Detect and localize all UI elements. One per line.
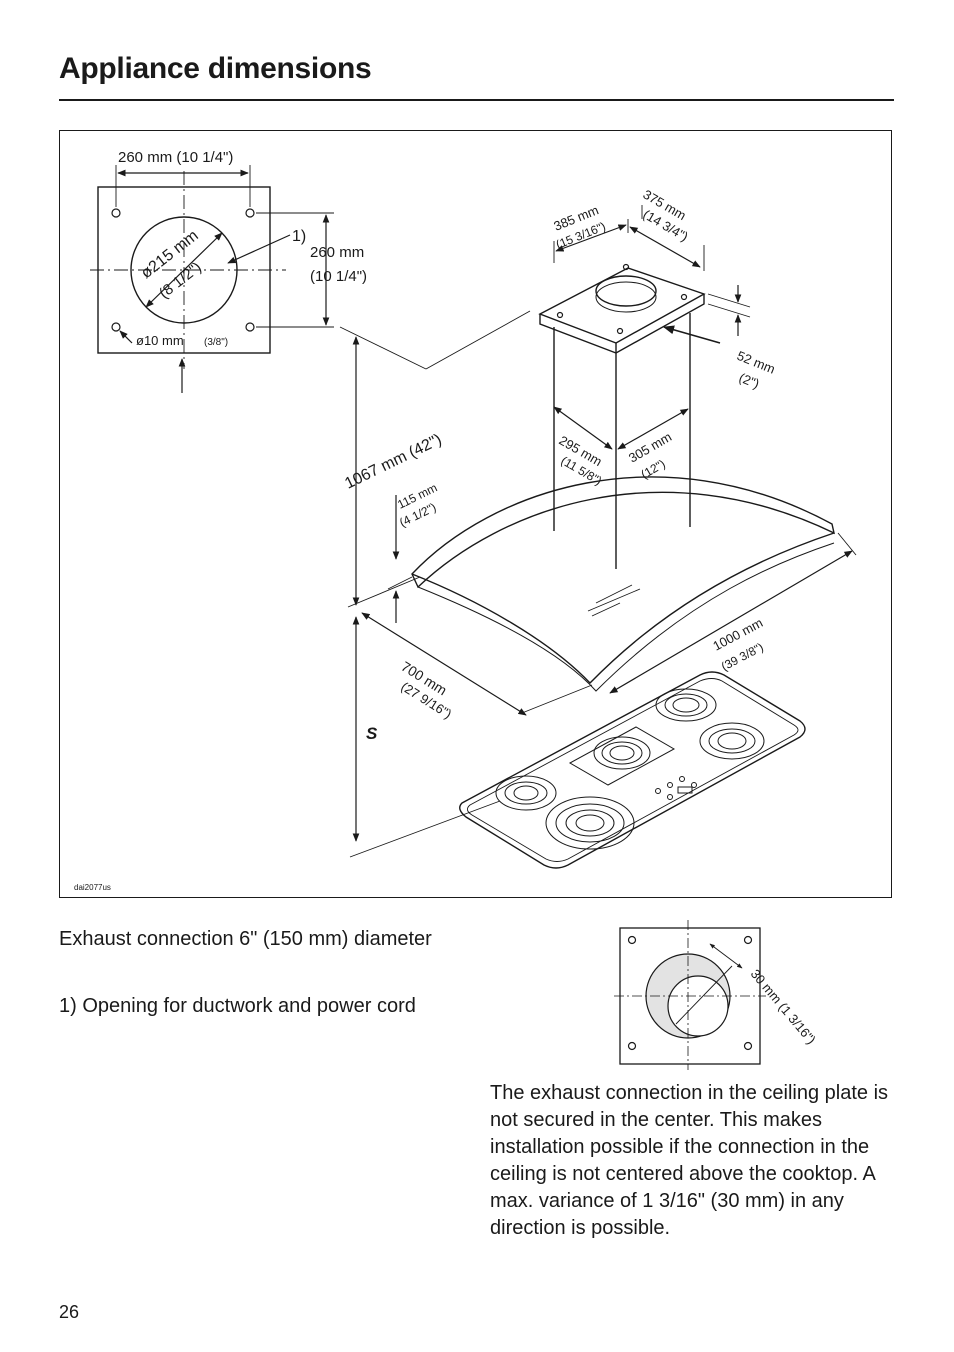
ceiling-plate-top-view — [90, 165, 334, 393]
chimney-width-in-label: (12") — [639, 457, 668, 482]
plate-height-in-label-hood: (2") — [737, 370, 762, 392]
offset-detail-drawing: 30 mm (1 3/16") — [614, 920, 819, 1070]
exhaust-note: Exhaust connection 6" (150 mm) diameter — [59, 928, 432, 950]
figure-code: dai2077us — [74, 883, 111, 892]
page-number: 26 — [59, 1302, 80, 1322]
offset-explanation: The exhaust connection in the ceiling pl… — [490, 1082, 889, 1239]
opening-ref-label: 1) — [292, 228, 306, 245]
dimension-figure: 260 mm (10 1/4") 1) 260 mm (10 1/4") ø21… — [59, 130, 892, 898]
plate-height-mm-label: 260 mm — [310, 244, 364, 261]
hole-label: ø10 mm — [136, 333, 184, 348]
plate-width-label: 260 mm (10 1/4") — [118, 149, 233, 166]
clearance-label: S — [366, 724, 378, 743]
offset-detail-figure: 30 mm (1 3/16") — [600, 920, 860, 1080]
hood-perspective — [339, 205, 857, 858]
hood-drawing: 260 mm (10 1/4") 1) 260 mm (10 1/4") ø21… — [74, 149, 857, 892]
chimney-width-mm-label: 305 mm — [626, 429, 674, 465]
cooktop — [459, 671, 806, 869]
title-rule — [59, 99, 894, 101]
hole-label-in: (3/8") — [204, 337, 228, 348]
plate-height-in-label: (10 1/4") — [310, 268, 367, 285]
page-title: Appliance dimensions — [59, 52, 372, 85]
opening-note: 1) Opening for ductwork and power cord — [59, 995, 416, 1017]
offset-label: 30 mm (1 3/16") — [748, 966, 819, 1047]
